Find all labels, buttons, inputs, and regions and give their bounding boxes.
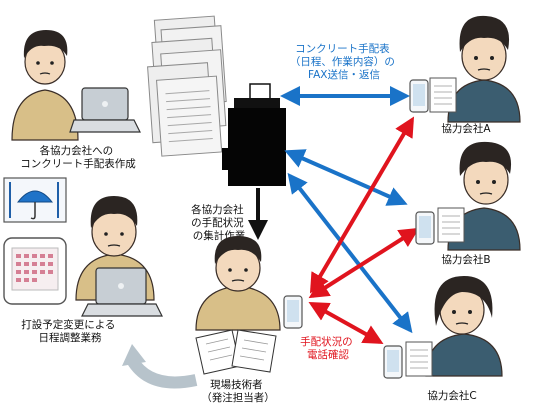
document-icon bbox=[195, 329, 277, 375]
office-worker-figure bbox=[11, 30, 141, 141]
smartphone-icon bbox=[409, 79, 429, 113]
company-c-figure bbox=[383, 276, 503, 379]
office-worker-label-line2: コンクリート手配表作成 bbox=[20, 157, 136, 170]
site-engineer-label-line1: 現場技術者 bbox=[210, 378, 263, 391]
paper-stack-icon bbox=[147, 15, 227, 157]
aggregation-note-line1: 各協力会社 bbox=[191, 203, 244, 216]
site-engineer-label: 現場技術者 （発注担当者） bbox=[201, 378, 275, 404]
schedule-worker-label-line1: 打設予定変更による bbox=[21, 318, 115, 331]
cycle-arrow bbox=[122, 344, 198, 389]
smartphone-icon bbox=[383, 345, 403, 379]
laptop-icon bbox=[69, 87, 141, 133]
office-worker-label: 各協力会社への コンクリート手配表作成 bbox=[20, 144, 136, 170]
document-icon bbox=[437, 207, 465, 243]
smartphone-icon bbox=[415, 211, 435, 245]
phone-note-line2: 電話確認 bbox=[307, 348, 349, 361]
phone-note-line1: 手配状況の bbox=[300, 335, 353, 348]
fax-note-label: コンクリート手配表 （日程、作業内容）の FAX送信・返信 bbox=[290, 42, 398, 81]
fax-note-line1: コンクリート手配表 bbox=[295, 42, 390, 55]
laptop-icon bbox=[81, 267, 163, 317]
company-b-label: 協力会社B bbox=[441, 253, 490, 266]
document-icon bbox=[405, 341, 433, 377]
company-c-label: 協力会社C bbox=[427, 389, 476, 402]
schedule-worker-label: 打設予定変更による 日程調整業務 bbox=[21, 318, 119, 344]
fax-note-line3: FAX送信・返信 bbox=[308, 68, 380, 81]
phone-arrow-company-b bbox=[308, 227, 420, 299]
company-a-figure bbox=[409, 15, 521, 123]
phone-note-label: 手配状況の 電話確認 bbox=[300, 335, 356, 361]
schedule-worker-figure bbox=[75, 196, 163, 317]
fax-machine-icon bbox=[222, 83, 286, 186]
document-icon bbox=[429, 77, 457, 113]
site-engineer-figure bbox=[195, 236, 281, 375]
umbrella-rain-icon bbox=[3, 177, 67, 223]
aggregation-note-line2: の手配状況 bbox=[191, 216, 244, 229]
company-b-figure bbox=[415, 141, 521, 251]
site-engineer-label-line2: （発注担当者） bbox=[201, 391, 275, 404]
phone-arrow-company-c bbox=[308, 302, 384, 344]
company-a-label: 協力会社A bbox=[441, 122, 491, 135]
office-worker-label-line1: 各協力会社への bbox=[40, 144, 114, 157]
calendar-icon bbox=[3, 237, 67, 305]
schedule-worker-label-line2: 日程調整業務 bbox=[39, 331, 102, 344]
fax-note-line2: （日程、作業内容）の bbox=[290, 55, 395, 68]
smartphone-icon bbox=[283, 295, 303, 329]
